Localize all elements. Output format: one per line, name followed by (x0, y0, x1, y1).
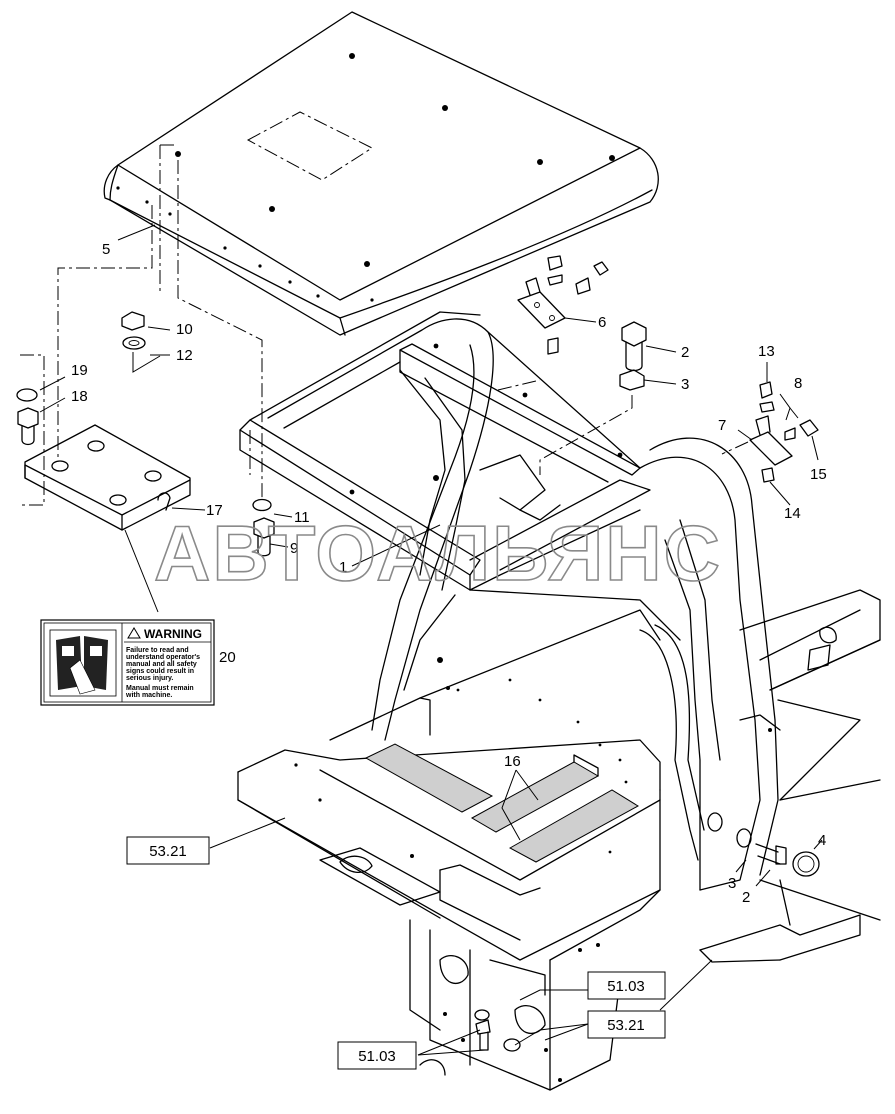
canopy-roof (103, 11, 659, 336)
callout-10: 10 (176, 321, 193, 338)
bracket-6 (517, 255, 609, 355)
bolt-2-lower (707, 812, 820, 877)
warning-decal: WARNING Failure to read and understand o… (40, 619, 215, 706)
warning-line-8: with machine. (125, 692, 172, 699)
nuts-10-12 (121, 311, 146, 350)
leader-lines (39, 224, 823, 1056)
lower-bolts (474, 1009, 521, 1052)
rops-frame (239, 311, 779, 891)
floor-mats (364, 743, 639, 863)
callout-5: 5 (102, 241, 110, 258)
callout-17: 17 (206, 502, 223, 519)
warning-line-5: serious injury. (126, 675, 173, 682)
ref-51-03-left: 51.03 (358, 1048, 396, 1065)
callout-9: 9 (290, 540, 298, 557)
warning-line-7: Manual must remain (126, 685, 194, 692)
callout-15: 15 (810, 466, 827, 483)
callout-20: 20 (219, 649, 236, 666)
callout-2: 2 (681, 344, 689, 361)
bracket-7 (749, 381, 819, 483)
ref-53-21-upper: 53.21 (149, 843, 187, 860)
callout-3-lower: 3 (728, 875, 736, 892)
callout-19: 19 (71, 362, 88, 379)
warning-line-4: signs could result in (126, 668, 194, 675)
callout-16: 16 (504, 753, 521, 770)
ref-51-03-right: 51.03 (607, 978, 645, 995)
bolt-18-19 (16, 388, 39, 446)
bolt-2 (619, 321, 647, 391)
plate-17 (24, 424, 191, 531)
callout-8: 8 (794, 375, 802, 392)
warning-line-3: manual and all safety (126, 661, 197, 668)
callout-1: 1 (339, 559, 347, 576)
callout-11: 11 (294, 509, 310, 526)
callout-3: 3 (681, 376, 689, 393)
callout-13: 13 (758, 343, 775, 360)
callout-12: 12 (176, 347, 193, 364)
warning-line-1: Failure to read and (126, 647, 189, 654)
assembly-lines (20, 144, 749, 506)
callout-6: 6 (598, 314, 606, 331)
operator-platform (237, 589, 881, 1091)
watermark-text: АВТОАЛЬЯНС (154, 509, 722, 597)
callout-18: 18 (71, 388, 88, 405)
ref-53-21-lower: 53.21 (607, 1017, 645, 1034)
warning-line-2: understand operator's (126, 654, 200, 661)
callout-14: 14 (784, 505, 801, 522)
callout-4: 4 (818, 832, 826, 849)
callout-2-lower: 2 (742, 889, 750, 906)
callout-7: 7 (718, 417, 726, 434)
reference-boxes: 53.21 51.03 53.21 51.03 (126, 836, 666, 1070)
bolt-9-11 (252, 498, 275, 557)
warning-title: WARNING (144, 627, 202, 641)
callout-numbers: 1 2 2 3 3 4 5 6 7 8 9 10 11 12 13 14 15 … (71, 241, 827, 906)
